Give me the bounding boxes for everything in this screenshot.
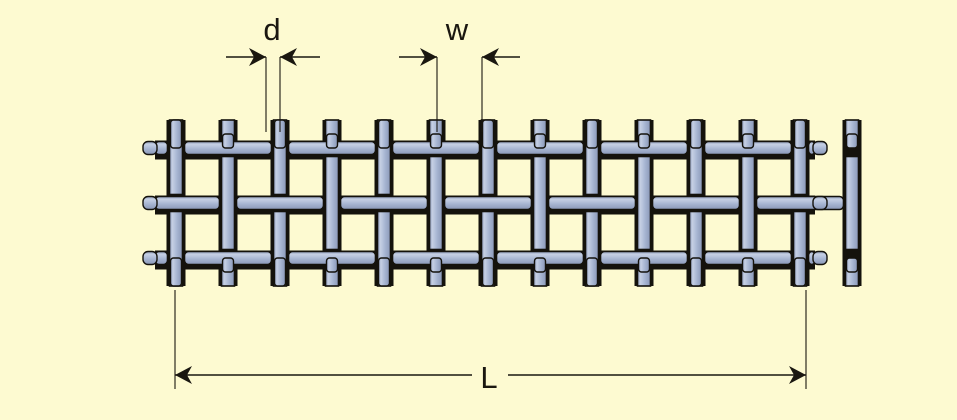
wire-body [235, 195, 325, 211]
wire-stub-bottom [377, 257, 391, 287]
wire-stub-top [377, 119, 391, 149]
vertical-wire-segment [844, 155, 860, 251]
dimension-annotations-group [174, 48, 807, 389]
horizontal-wire-segment [755, 195, 845, 211]
wire-end-cap-left [142, 140, 158, 156]
wire-end-cap-right [812, 250, 828, 266]
wire-stub-top [481, 119, 495, 149]
wire-stub-top [169, 119, 183, 149]
arrowhead-L-left [175, 366, 192, 384]
wire-stub-bottom [845, 257, 859, 273]
wire-end-cap-right [812, 195, 828, 211]
vertical-wire-segment [532, 155, 548, 251]
arrowhead-w-right [482, 48, 499, 66]
horizontal-wire-segment [651, 195, 741, 211]
arrowhead-d-left [249, 48, 266, 66]
mesh-weave-group [142, 119, 862, 287]
wire-body [154, 195, 221, 211]
vertical-wire-segment [428, 155, 444, 251]
wire-body [844, 155, 860, 251]
wire-end-cap-left [142, 250, 158, 266]
wire-stub-top [429, 133, 443, 149]
vertical-wire-segment [324, 155, 340, 251]
dimension-label-d: d [263, 12, 280, 47]
arrowhead-w-left [420, 48, 437, 66]
wire-stub-bottom [689, 257, 703, 287]
wire-body [547, 195, 637, 211]
horizontal-wire-segment [154, 195, 221, 211]
horizontal-wire-segment [339, 195, 429, 211]
wire-stub-bottom [481, 257, 495, 287]
wire-body [339, 195, 429, 211]
wire-body [636, 155, 652, 251]
wire-stub-top [585, 119, 599, 149]
vertical-wire-segment [740, 155, 756, 251]
wire-stub-top [533, 133, 547, 149]
wire-stub-bottom [585, 257, 599, 287]
wire-body [532, 155, 548, 251]
arrowhead-d-right [280, 48, 297, 66]
vertical-wire-segment [220, 155, 236, 251]
wire-stub-bottom [221, 257, 235, 273]
wire-stub-top [741, 133, 755, 149]
dimension-label-L: L [480, 360, 497, 395]
wire-stub-bottom [169, 257, 183, 287]
wire-end-cap-left [142, 195, 158, 211]
wire-end-cap-right [812, 140, 828, 156]
wire-body [651, 195, 741, 211]
wire-stub-bottom [793, 257, 807, 287]
wire-stub-top [793, 119, 807, 149]
wire-stub-bottom [325, 257, 339, 273]
horizontal-wire-segment [235, 195, 325, 211]
wire-body [324, 155, 340, 251]
wire-body [443, 195, 533, 211]
wire-stub-top [845, 133, 859, 149]
wire-body [755, 195, 845, 211]
wire-body [740, 155, 756, 251]
wire-stub-bottom [273, 257, 287, 287]
wire-stub-bottom [533, 257, 547, 273]
wire-stub-top [689, 119, 703, 149]
horizontal-wire-segment [443, 195, 533, 211]
wire-stub-top [221, 133, 235, 149]
wire-stub-top [637, 133, 651, 149]
wire-stub-bottom [637, 257, 651, 273]
vertical-wire-segment [636, 155, 652, 251]
wire-body [220, 155, 236, 251]
wire-stub-top [325, 133, 339, 149]
wire-stub-bottom [429, 257, 443, 273]
dimension-label-w: w [445, 12, 469, 47]
arrowhead-L-right [789, 366, 806, 384]
horizontal-wire-segment [547, 195, 637, 211]
wire-body [428, 155, 444, 251]
wire-stub-bottom [741, 257, 755, 273]
